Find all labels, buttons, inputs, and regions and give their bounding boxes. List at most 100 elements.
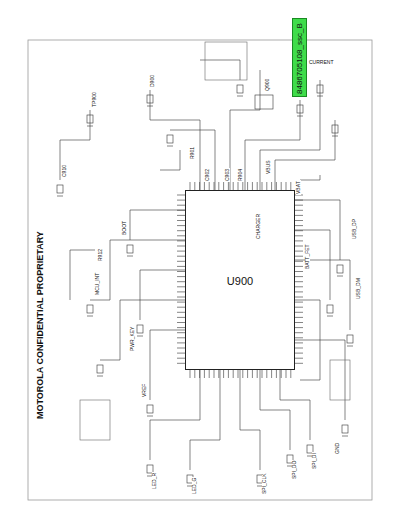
pin-stub — [276, 370, 277, 378]
pin-stub — [286, 182, 287, 190]
pin-stub — [295, 332, 303, 333]
passive-symbol — [347, 335, 353, 343]
passive-symbol — [317, 85, 323, 93]
signal-label: GND — [335, 442, 340, 455]
signal-label: SPI_DI — [312, 452, 317, 470]
pin-stub — [332, 136, 338, 137]
signal-label: BOOT — [122, 220, 127, 236]
pin-stub — [257, 370, 258, 378]
pin-stub — [218, 182, 219, 190]
signal-label: VBUS — [266, 159, 271, 175]
pin-stub — [295, 322, 303, 323]
pin-stub — [204, 370, 205, 378]
pin-stub — [228, 370, 229, 378]
pin-stub — [177, 332, 185, 333]
signal-label: SPI_DO — [292, 460, 297, 480]
pin-stub — [257, 182, 258, 190]
signal-label: R901 — [190, 146, 195, 160]
sheet-border — [28, 40, 372, 500]
pin-stub — [177, 210, 185, 211]
wires — [60, 42, 350, 470]
signal-label: PWR_KEY — [130, 326, 135, 352]
pin-stub — [199, 370, 200, 378]
pin-stub — [295, 337, 303, 338]
pin-stub — [295, 297, 303, 298]
ic-chip: U900 — [185, 190, 295, 370]
pin-stub — [194, 182, 195, 190]
pin-stub — [214, 370, 215, 378]
passive-symbol — [167, 135, 173, 143]
pin-stub — [295, 358, 303, 359]
pin-stub — [295, 312, 303, 313]
confidential-notice: MOTOROLA CONFIDENTIAL PROPRIETARY — [36, 230, 45, 420]
passive-symbol — [237, 85, 243, 93]
pin-stub — [233, 182, 234, 190]
pin-stub — [177, 348, 185, 349]
pin-stub — [252, 370, 253, 378]
pin-stubs — [177, 182, 303, 378]
signal-label: CURRENT — [308, 60, 334, 65]
pin-stub — [276, 182, 277, 190]
pin-stub — [177, 261, 185, 262]
pin-stub — [286, 370, 287, 378]
passive-symbol — [327, 305, 333, 313]
passive-symbol — [147, 95, 153, 103]
pin-stub — [228, 182, 229, 190]
pin-stub — [295, 235, 303, 236]
pin-stub — [242, 370, 243, 378]
pin-stub — [295, 246, 303, 247]
pin-stub — [295, 261, 303, 262]
pin-stub — [204, 182, 205, 190]
passive-symbol — [332, 125, 338, 133]
pin-stub — [190, 370, 191, 378]
pin-stub — [177, 276, 185, 277]
pin-stub — [177, 297, 185, 298]
pin-stub — [295, 251, 303, 252]
pin-stub — [177, 271, 185, 272]
signal-label: D900 — [150, 74, 155, 88]
pin-stub — [238, 370, 239, 378]
pin-stub — [177, 358, 185, 359]
title-block: 8486705108_ssc_B — [292, 18, 307, 97]
signal-label: VBAT — [296, 180, 301, 195]
signal-label: C902 — [205, 168, 210, 182]
passive-symbol — [342, 425, 348, 433]
pin-stub — [209, 370, 210, 378]
pin-stub — [167, 146, 173, 147]
signal-label: LED_R — [152, 472, 157, 490]
pin-stub — [177, 246, 185, 247]
pin-stub — [295, 200, 303, 201]
pin-stub — [342, 436, 348, 437]
pin-stub — [214, 182, 215, 190]
pin-stub — [271, 182, 272, 190]
pin-stub — [295, 291, 303, 292]
pin-stub — [252, 182, 253, 190]
pin-stub — [295, 302, 303, 303]
pin-stub — [177, 327, 185, 328]
pin-stub — [295, 210, 303, 211]
pin-stub — [281, 370, 282, 378]
pin-stub — [295, 276, 303, 277]
pin-stub — [147, 416, 153, 417]
pin-stub — [262, 182, 263, 190]
signal-label: USB_DP — [352, 218, 357, 240]
pin-stub — [177, 220, 185, 221]
pin-stub — [247, 370, 248, 378]
pin-stub — [147, 106, 153, 107]
pin-stub — [295, 256, 303, 257]
pin-stub — [295, 363, 303, 364]
pin-stub — [177, 256, 185, 257]
passive-symbol — [297, 105, 303, 113]
pin-stub — [290, 370, 291, 378]
pin-stub — [295, 230, 303, 231]
pin-stub — [295, 240, 303, 241]
pin-stub — [177, 266, 185, 267]
pin-stub — [177, 230, 185, 231]
pin-stub — [177, 363, 185, 364]
pin-stub — [295, 266, 303, 267]
pin-stub — [327, 316, 333, 317]
pin-stub — [295, 271, 303, 272]
pin-stub — [137, 336, 143, 337]
pin-stub — [347, 346, 353, 347]
